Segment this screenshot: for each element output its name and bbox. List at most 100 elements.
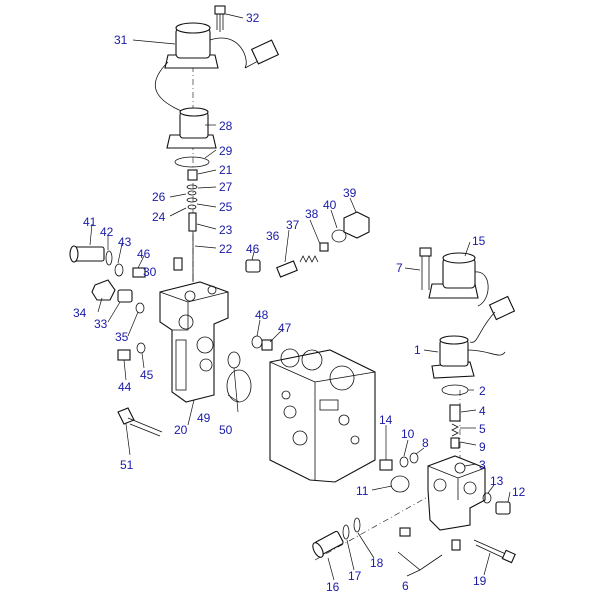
callout-21: 21 [219,163,233,177]
parts-21-27-25-23-spool-stack [186,169,198,232]
part-5-spring [451,423,459,437]
callout-11: 11 [356,484,369,498]
part-48-o-ring [251,335,263,349]
callout-31: 31 [114,33,128,47]
callout-29: 29 [219,144,233,158]
callout-51: 51 [120,458,134,472]
part-17-o-ring [342,524,350,540]
part-4-spool [449,404,461,422]
part-43-o-ring [114,263,124,277]
main-valve-block [269,348,376,483]
part-3-valve-block [427,455,486,531]
part-7-bolt [419,247,432,290]
callout-24: 24 [152,210,166,224]
part-41-fitting [69,245,105,263]
part-8-o-ring [409,452,419,464]
part-15-connector [469,295,516,343]
part-6-bracket [397,551,443,571]
part-31-solenoid [154,22,280,126]
callout-46-right: 46 [246,242,260,256]
part-38-shim [319,242,329,252]
part-30-plug [132,267,146,278]
callout-19: 19 [473,574,487,588]
callout-27: 27 [219,180,233,194]
callout-43: 43 [118,235,132,249]
callout-3: 3 [479,458,486,472]
callout-35: 35 [115,330,129,344]
part-10-o-ring [399,456,409,468]
leader-lines [89,13,511,581]
part-16-fitting [312,530,344,558]
callout-17: 17 [348,569,362,583]
callout-1: 1 [414,343,421,357]
callout-50: 50 [219,423,233,437]
part-40-o-ring [331,229,347,243]
callout-12: 12 [512,485,526,499]
part-15-solenoid [428,252,489,307]
part-11-o-ring [390,475,410,493]
callout-13: 13 [490,474,504,488]
callout-5: 5 [479,422,486,436]
callout-22: 22 [219,242,233,256]
part-30-screw [173,257,183,271]
callout-26: 26 [152,190,166,204]
part-39-plug [343,211,370,239]
callout-4: 4 [479,404,486,418]
part-12-plug [495,501,511,515]
part-51-long-bolt [117,407,163,437]
part-32-bolt [214,5,226,32]
callout-10: 10 [401,427,415,441]
callout-38: 38 [305,207,319,221]
callout-23: 23 [219,223,233,237]
callout-25: 25 [219,200,233,214]
callout-32: 32 [246,11,260,25]
callout-14: 14 [379,413,393,427]
part-29-o-ring [174,156,210,168]
callout-42: 42 [100,225,114,239]
part-2-o-ring [441,384,469,396]
callout-46-left: 46 [137,247,151,261]
part-47-plug [261,339,273,351]
part-45-o-ring [136,342,146,354]
part-14-plug [379,459,393,471]
callout-30: 30 [143,265,157,279]
callout-9: 9 [479,440,486,454]
callout-36: 36 [266,229,280,243]
part-20-valve-body [159,281,229,403]
part-37-spring [299,255,319,263]
callout-28: 28 [219,119,233,133]
callout-labels: 1 2 3 4 5 6 7 8 9 10 11 12 13 14 15 16 1… [73,11,526,594]
part-6-bolt-b [451,539,461,551]
callout-47: 47 [278,321,292,335]
part-18-o-ring [353,517,361,533]
callout-34: 34 [73,306,87,320]
callout-37: 37 [286,218,300,232]
callout-8: 8 [422,436,429,450]
part-42-o-ring [105,250,113,266]
part-36-poppet [276,260,298,278]
callout-18: 18 [370,556,384,570]
callout-2: 2 [479,384,486,398]
part-9-pin [450,437,460,449]
part-19-long-bolt [473,539,516,564]
part-33-fitting [117,289,133,303]
callout-48: 48 [255,308,269,322]
part-50-o-ring [226,369,252,403]
part-13-o-ring [482,492,492,504]
part-46-plug [245,259,261,273]
part-49-o-ring [227,351,241,369]
part-35-o-ring [135,302,145,314]
part-44-plug [117,349,131,361]
part-6-bolt-a [399,527,411,537]
callout-44: 44 [118,380,132,394]
callout-7: 7 [396,261,403,275]
part-1-valve [431,335,506,379]
callout-6: 6 [402,579,409,593]
callout-15: 15 [472,234,486,248]
callout-41: 41 [83,215,97,229]
part-28-solenoid [166,107,217,149]
callout-39: 39 [343,186,357,200]
callout-20: 20 [174,423,188,437]
